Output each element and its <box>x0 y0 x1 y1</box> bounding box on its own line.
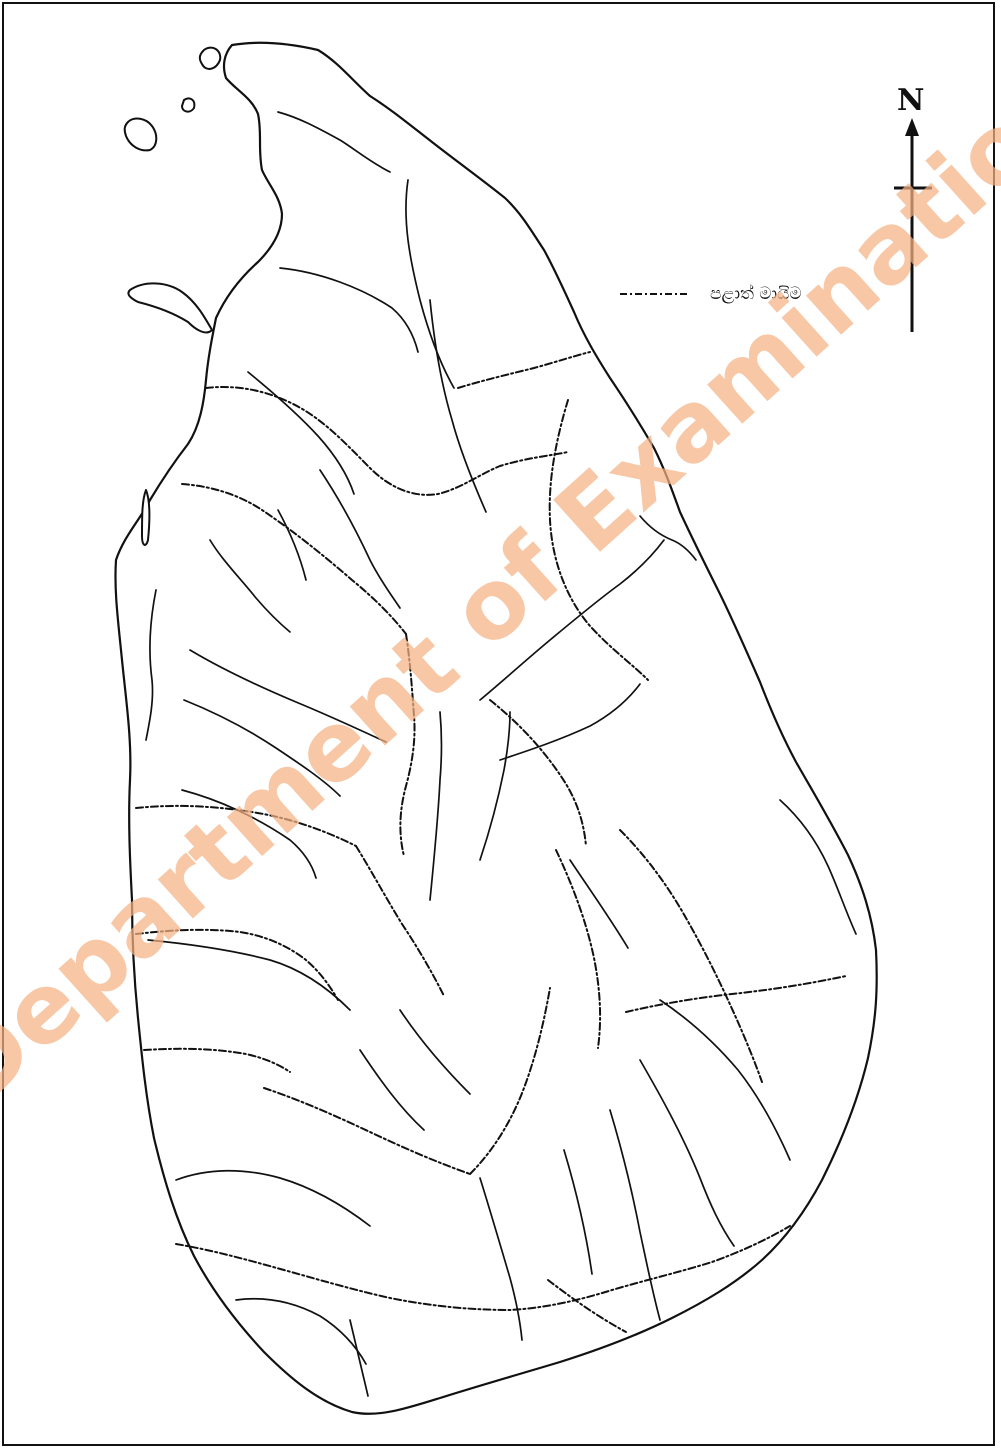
boundary-eastern-uva-south <box>625 975 847 1013</box>
river-24 <box>399 1009 471 1095</box>
jaffna-lagoon <box>277 111 391 173</box>
boundary-northern-north-central <box>205 385 569 496</box>
trincomalee-bay <box>639 515 697 561</box>
island-coastline <box>114 41 878 1415</box>
north-letter: N <box>897 83 924 118</box>
river-2 <box>279 267 419 353</box>
boundary-north-western-western <box>135 804 357 847</box>
river-22 <box>479 711 511 861</box>
boundary-southern-uva <box>175 1225 791 1312</box>
deduru-oya <box>189 649 387 743</box>
small-islet-west <box>181 97 196 113</box>
boundary-north-central-eastern <box>548 399 649 681</box>
boundary-central-uva <box>555 849 602 1049</box>
boundary-north-central-north-western <box>181 483 407 635</box>
watermark: Department of Examinations Sri Lanka <box>0 0 1001 1127</box>
river-3 <box>247 371 355 495</box>
boundary-central-eastern <box>489 699 587 847</box>
river-21 <box>499 683 641 761</box>
north-arrow: N <box>894 83 932 332</box>
boundary-uva-internal <box>547 1279 627 1333</box>
walawe-ganga <box>479 1177 523 1341</box>
river-4 <box>429 299 487 513</box>
boundary-sabaragamuwa-southern <box>263 1087 471 1175</box>
kelani-ganga <box>147 939 351 1011</box>
provincial-boundaries <box>135 351 847 1333</box>
boundary-north-western-central <box>399 633 416 857</box>
puttalam-lagoon <box>145 589 157 741</box>
mannar-island <box>127 282 213 334</box>
mahaweli-ganga <box>479 539 665 701</box>
river-26 <box>569 859 629 949</box>
gin-ganga <box>235 1297 367 1365</box>
river-6 <box>209 539 291 633</box>
boundary-central-sabaragamuwa <box>355 845 445 997</box>
kalpitiya-spit <box>141 489 151 546</box>
menik-ganga <box>609 1109 661 1321</box>
boundary-northern-eastern <box>457 351 591 389</box>
kalu-ganga <box>175 1169 371 1227</box>
boundary-eastern-uva <box>619 829 763 1083</box>
maha-oya <box>183 699 341 797</box>
river-25 <box>359 1049 425 1131</box>
nilwala-ganga <box>349 1319 369 1397</box>
river-1 <box>405 179 455 389</box>
batticaloa-lagoon <box>779 799 857 935</box>
river-10 <box>181 789 317 879</box>
northern-islet <box>198 46 222 70</box>
boundary-western-southern <box>143 1047 291 1073</box>
boundary-western-sabaragamuwa <box>135 928 339 1001</box>
delft-island <box>123 117 158 152</box>
legend: පළාත් මායිම <box>620 284 802 304</box>
kirindi-oya <box>563 1149 593 1275</box>
malwathu-oya <box>319 469 401 609</box>
gal-oya <box>659 999 791 1161</box>
legend-boundary-label: පළාත් මායිම <box>710 284 802 304</box>
river-7 <box>277 509 307 581</box>
rivers <box>147 179 791 1397</box>
kumbukkan-oya <box>639 1059 735 1247</box>
north-arrow-head <box>905 118 919 136</box>
boundary-sabaragamuwa-uva <box>469 987 551 1175</box>
river-23 <box>429 711 443 901</box>
